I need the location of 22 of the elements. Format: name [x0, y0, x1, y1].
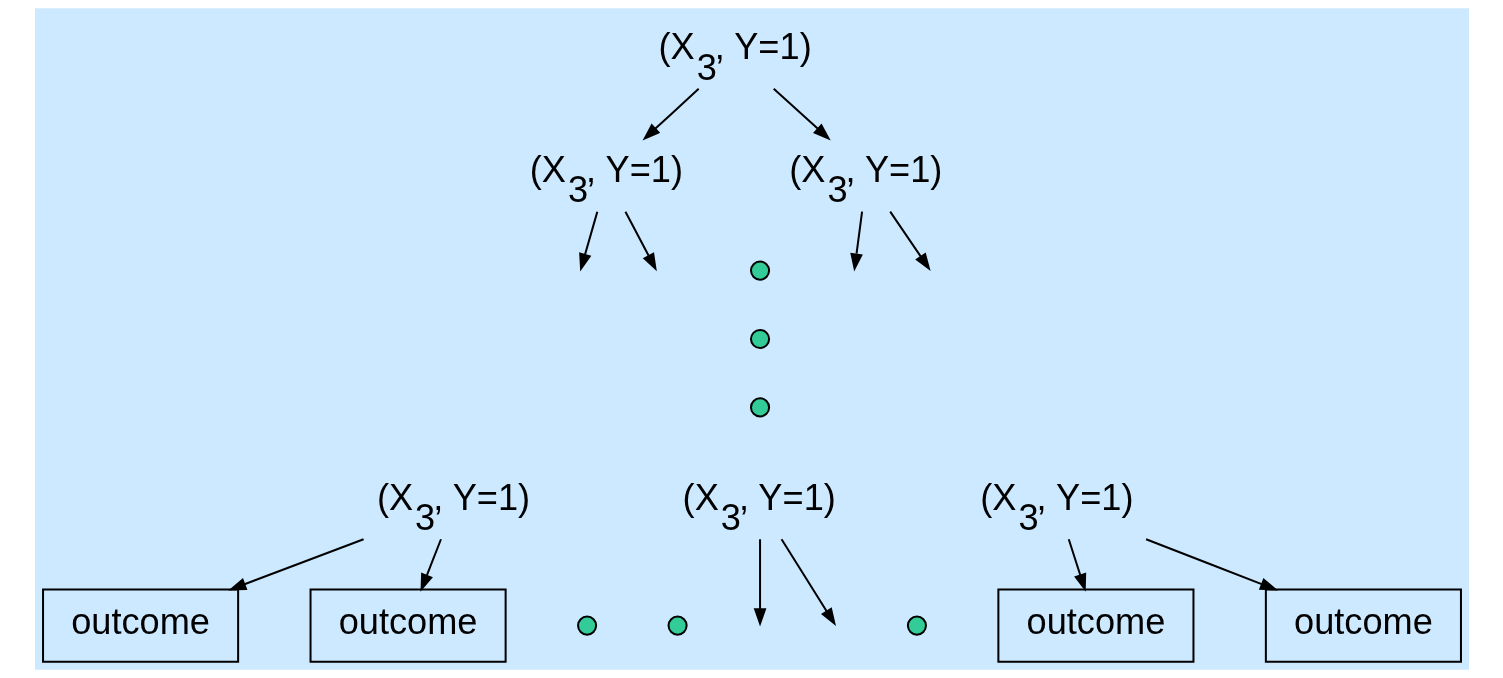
- node-box: outcome: [1264, 588, 1462, 663]
- arrow: [888, 211, 931, 272]
- node-box: outcome: [309, 588, 507, 663]
- arrow: [624, 211, 657, 272]
- arrow: [849, 211, 863, 272]
- node-circle: [749, 260, 770, 281]
- arrow: [753, 539, 766, 627]
- arrow: [772, 88, 831, 141]
- arrow: [420, 538, 442, 592]
- node-circle: [906, 615, 927, 636]
- node-box: outcome: [996, 588, 1194, 663]
- node-circle: [667, 615, 688, 636]
- node-circle: [749, 328, 770, 350]
- arrow: [578, 211, 598, 272]
- arrow: [227, 538, 364, 591]
- arrow: [642, 88, 699, 141]
- arrow: [780, 538, 836, 627]
- arrow: [1067, 538, 1086, 592]
- node-circle: [576, 615, 597, 636]
- arrow: [1145, 538, 1278, 591]
- node-circle: [749, 397, 770, 418]
- node-box: outcome: [41, 588, 239, 663]
